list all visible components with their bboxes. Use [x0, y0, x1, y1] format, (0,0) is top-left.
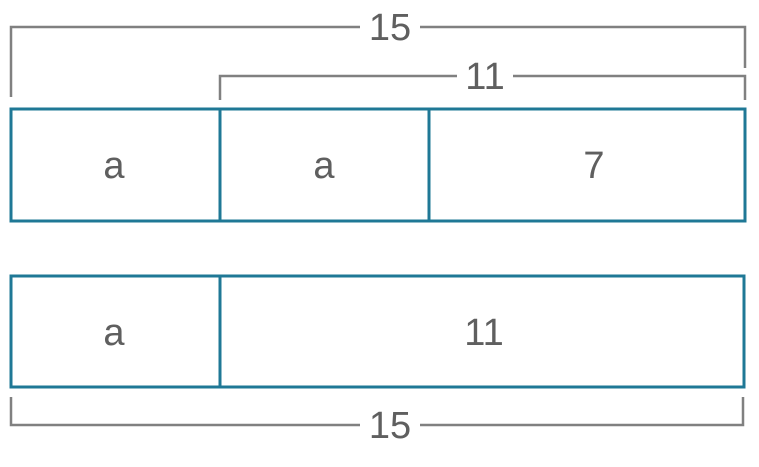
- bottom-bar-outline: [9, 274, 746, 389]
- bottom-total-bracket-right-line: [420, 397, 745, 427]
- top-partial-bracket: 11: [218, 56, 747, 100]
- top-bar-segment-3-label: 7: [583, 145, 604, 187]
- top-partial-bracket-right-line: [513, 74, 747, 100]
- bottom-bar-segment-2-label: 11: [464, 312, 503, 354]
- bottom-total-label: 15: [369, 405, 411, 447]
- top-bar-segment-1-label: a: [103, 145, 125, 187]
- top-partial-bracket-left-line: [218, 74, 457, 100]
- top-bar-outline: [9, 107, 747, 223]
- bottom-total-bracket: 15: [9, 397, 745, 447]
- top-total-label: 15: [369, 7, 411, 49]
- top-bar-segment-2-label: a: [313, 145, 335, 187]
- bottom-bar: a 11: [9, 274, 746, 389]
- bottom-total-bracket-left-line: [9, 397, 360, 427]
- top-bar: a a 7: [9, 107, 747, 223]
- top-total-bracket-right-line: [420, 25, 747, 68]
- bottom-bar-segment-1-label: a: [103, 312, 125, 354]
- top-total-bracket-left-line: [9, 25, 360, 97]
- top-partial-label: 11: [465, 56, 504, 98]
- top-total-bracket: 15: [9, 7, 747, 97]
